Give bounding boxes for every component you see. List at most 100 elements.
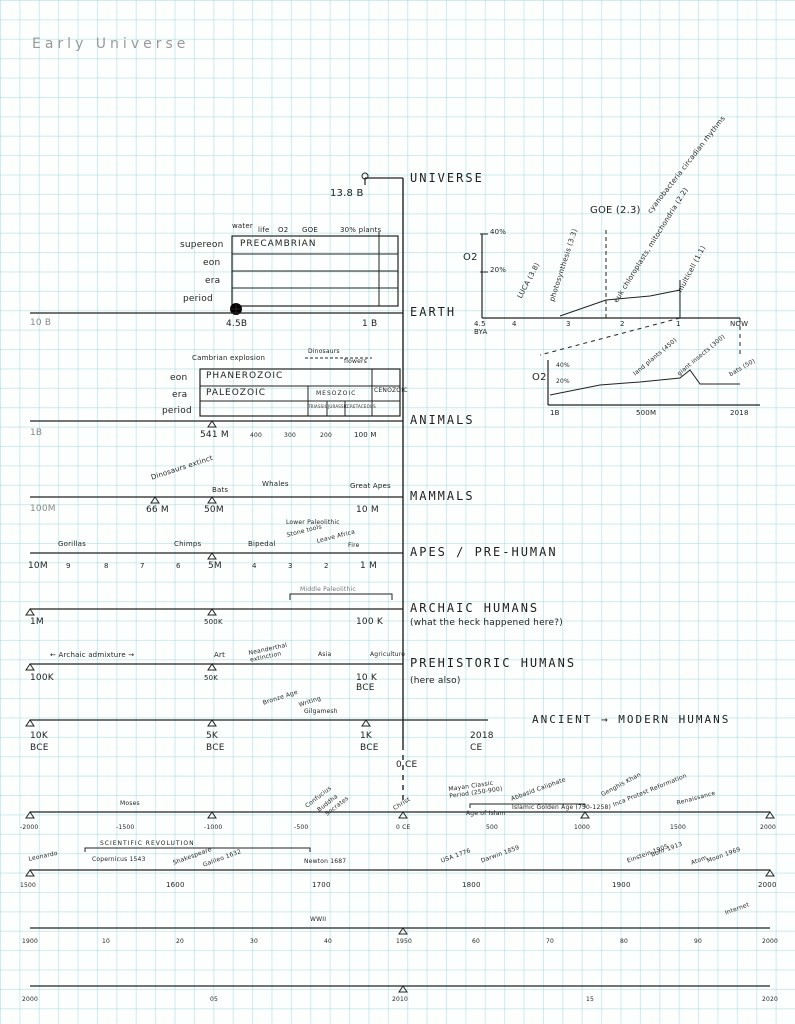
- apes-tick-4: 4: [252, 562, 257, 570]
- tick-80: 80: [620, 938, 629, 945]
- era-cenozoic: CENOZOIC: [374, 387, 408, 394]
- row-label-era: era: [205, 276, 221, 286]
- archaic-tick-500k: 500K: [204, 618, 223, 626]
- o2b-xtick-2018: 2018: [730, 409, 749, 417]
- note-flowers: flowers: [344, 358, 368, 365]
- tick-2000d: 2000: [22, 996, 39, 1003]
- event-bats: Bats: [212, 486, 229, 494]
- period-jurassic: JURASSIC: [328, 404, 349, 409]
- earth-label: EARTH: [410, 305, 457, 319]
- event-art: Art: [214, 651, 226, 659]
- apes-tick-9: 9: [66, 562, 71, 570]
- event-scientific-revolution: SCIENTIFIC REVOLUTION: [100, 840, 195, 847]
- tick-1900c: 1900: [22, 938, 39, 945]
- tick-500: 500: [486, 824, 499, 831]
- row-label-supereon: supereon: [180, 240, 224, 250]
- era-mesozoic: MESOZOIC: [316, 390, 357, 397]
- row-label-period-2: period: [162, 406, 192, 416]
- mammals-tick-66m: 66 M: [146, 505, 169, 515]
- o2-xtick-3: 3: [566, 320, 571, 328]
- event-archaic-admixture: ← Archaic admixture →: [50, 651, 135, 659]
- event-goe: GOE (2.3): [590, 205, 641, 216]
- apes-tick-3: 3: [288, 562, 293, 570]
- o2-xtick-4-5: 4.5 BYA: [474, 320, 488, 336]
- event-asia: Asia: [318, 651, 332, 658]
- universe-label: UNIVERSE: [410, 171, 484, 185]
- prehistoric-tick-10k: 10 K BCE: [356, 673, 378, 693]
- tick-1900: 1900: [612, 881, 631, 889]
- o2-xtick-2: 2: [620, 320, 625, 328]
- event-newton: Newton 1687: [304, 858, 347, 865]
- event-age-of-islam: Age of Islam: [466, 810, 506, 817]
- o2b-ytick-40: 40%: [556, 362, 570, 369]
- apes-tick-5m: 5M: [208, 561, 222, 571]
- row-label-period: period: [183, 294, 213, 304]
- animals-label: ANIMALS: [410, 413, 475, 427]
- o2-label-1: O2: [463, 252, 478, 263]
- tick-30: 30: [250, 938, 259, 945]
- tick-2000b: 2000: [758, 881, 777, 889]
- bracket-middle-paleolithic: Middle Paleolithic: [300, 586, 356, 593]
- archaic-tick-100k: 100 K: [356, 617, 383, 627]
- supereon-precambrian: PRECAMBRIAN: [240, 239, 317, 249]
- mammals-label: MAMMALS: [410, 489, 475, 503]
- apes-tick-2: 2: [324, 562, 329, 570]
- apes-tick-8: 8: [104, 562, 109, 570]
- animals-tick-100m: 100 M: [354, 431, 377, 439]
- tick-1800: 1800: [462, 881, 481, 889]
- tick-1500b: 1500: [20, 882, 37, 889]
- earth-tick-4-5b: 4.5B: [226, 319, 248, 329]
- ancient-zero-ce: 0 CE: [396, 760, 418, 770]
- tick-1600: 1600: [166, 881, 185, 889]
- o2-xtick-1: 1: [676, 320, 681, 328]
- ancient-tick-5k: 5K BCE: [206, 731, 225, 753]
- tick-70: 70: [546, 938, 555, 945]
- archaic-note: (what the heck happened here?): [410, 618, 563, 628]
- mammals-tick-50m: 50M: [204, 505, 224, 515]
- animals-tick-1b: 1B: [30, 428, 43, 438]
- tick-60: 60: [472, 938, 481, 945]
- note-o2: O2: [278, 226, 289, 234]
- o2-xtick-4: 4: [512, 320, 517, 328]
- tick-1950: 1950: [396, 938, 413, 945]
- tick-15: 15: [586, 996, 595, 1003]
- note-water: water: [232, 222, 253, 230]
- o2b-xtick-500m: 500M: [636, 409, 657, 417]
- tick-20: 20: [176, 938, 185, 945]
- apes-tick-7: 7: [140, 562, 145, 570]
- event-agriculture: Agriculture: [370, 651, 406, 658]
- tick-2010: 2010: [392, 996, 409, 1003]
- event-fire: Fire: [348, 542, 360, 549]
- ancient-tick-1k: 1K BCE: [360, 731, 379, 753]
- row-label-eon: eon: [203, 258, 221, 268]
- o2b-xtick-1b: 1B: [550, 409, 560, 417]
- prehistoric-tick-50k: 50K: [204, 674, 219, 682]
- event-copernicus: Copernicus 1543: [92, 856, 146, 863]
- tick-1000: 1000: [574, 824, 591, 831]
- event-wwii: WWII: [310, 916, 327, 923]
- earth-tick-1b: 1 B: [362, 319, 378, 329]
- archaic-label: ARCHAIC HUMANS: [410, 601, 540, 615]
- tick-05: 05: [210, 996, 219, 1003]
- apes-label: APES / PRE-HUMAN: [410, 545, 558, 559]
- earth-tick-10b: 10 B: [30, 318, 52, 328]
- note-cambrian: Cambrian explosion: [192, 354, 266, 362]
- prehistoric-tick-100k: 100K: [30, 673, 54, 683]
- tick-2000: 2000: [760, 824, 777, 831]
- period-triassic: TRIASSIC: [308, 404, 328, 409]
- o2-label-2: O2: [532, 372, 547, 383]
- event-gorillas: Gorillas: [58, 540, 86, 548]
- event-lower-paleolithic: Lower Paleolithic: [286, 519, 340, 526]
- event-gilgamesh: Gilgamesh: [304, 708, 338, 715]
- animals-tick-400: 400: [250, 432, 263, 439]
- note-life: life: [258, 226, 270, 234]
- event-moses: Moses: [120, 800, 140, 807]
- tick-2000c: 2000: [762, 938, 779, 945]
- ancient-tick-10k: 10K BCE: [30, 731, 49, 753]
- apes-tick-1m: 1 M: [360, 561, 377, 571]
- ancient-label: ANCIENT → MODERN HUMANS: [532, 713, 731, 726]
- event-chimps: Chimps: [174, 540, 202, 548]
- apes-tick-10m: 10M: [28, 561, 48, 571]
- row-label-era-2: era: [172, 390, 188, 400]
